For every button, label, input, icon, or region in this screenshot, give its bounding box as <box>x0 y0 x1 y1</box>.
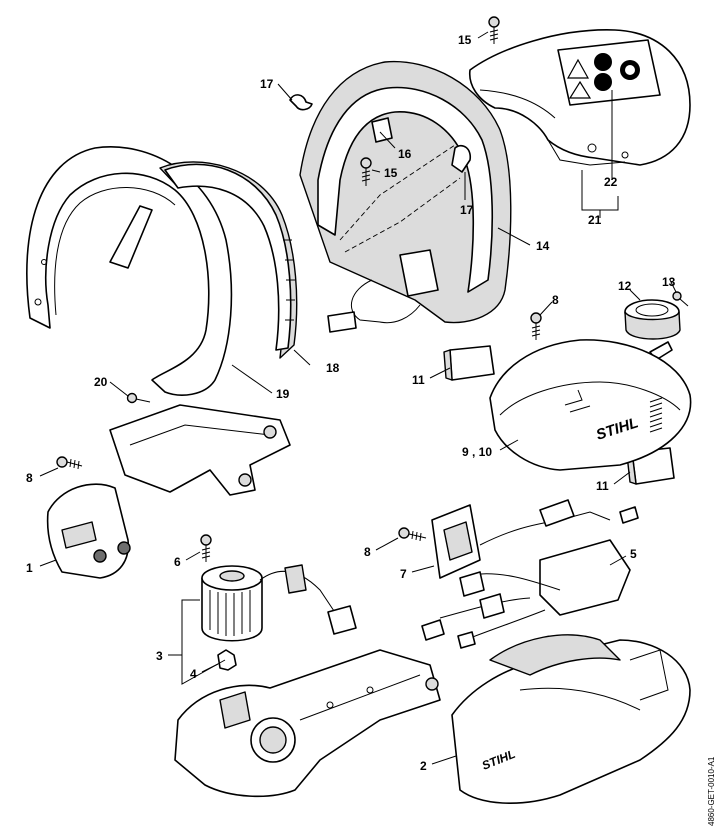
callout-13: 13 <box>662 275 676 289</box>
part-15-screw-frame <box>360 157 372 186</box>
callout-8-right: 8 <box>552 293 559 307</box>
callout-21: 21 <box>588 213 602 227</box>
part-18-hand-guard <box>159 161 298 359</box>
callout-6: 6 <box>174 555 181 569</box>
gear-housing <box>174 649 441 798</box>
callout-15-top: 15 <box>458 33 472 47</box>
part-14-handle-frame <box>299 60 512 333</box>
callout-17-left: 17 <box>260 77 274 91</box>
callout-3: 3 <box>156 649 163 663</box>
part-11-pad-top <box>443 345 495 381</box>
callout-2: 2 <box>420 759 427 773</box>
callout-11-top: 11 <box>412 373 425 387</box>
callout-19: 19 <box>276 387 290 401</box>
part-8-screw-center <box>398 527 427 542</box>
callout-8-left: 8 <box>26 471 33 485</box>
callout-9-10: 9 , 10 <box>462 445 492 459</box>
part-12-ring <box>624 299 681 361</box>
part-3-motor <box>201 564 357 642</box>
callouts: 15 17 16 15 17 22 21 14 13 12 8 18 11 19… <box>26 33 676 773</box>
leader-lines <box>39 31 677 765</box>
callout-7: 7 <box>400 567 407 581</box>
part-13-screw <box>672 291 689 307</box>
part-21-top-cover <box>469 29 691 166</box>
part-8-screw-left <box>56 456 83 470</box>
part-8-screw-right <box>530 312 542 340</box>
callout-1: 1 <box>26 561 33 575</box>
callout-17-right: 17 <box>460 203 474 217</box>
callout-8-center: 8 <box>364 545 371 559</box>
part-15-screw-top <box>488 16 500 44</box>
callout-4: 4 <box>190 667 197 681</box>
callout-11-bottom: 11 <box>596 479 609 493</box>
part-7-switch-plate <box>431 504 481 579</box>
document-id: 4860-GET-0010-A1 <box>707 756 716 826</box>
part-9-10-motor-cover: STIHL <box>489 339 692 471</box>
part-2-lower-housing: STIHL <box>451 634 691 804</box>
part-22-warning-label <box>557 39 661 106</box>
callout-14: 14 <box>536 239 550 253</box>
part-1-housing <box>46 483 131 579</box>
part-20-screw <box>126 392 151 404</box>
callout-16: 16 <box>398 147 412 161</box>
part-4-pinion <box>217 649 237 671</box>
callout-20: 20 <box>94 375 108 389</box>
part-19-loop-handle <box>26 146 233 396</box>
callout-18: 18 <box>326 361 340 375</box>
callout-12: 12 <box>618 279 632 293</box>
callout-5: 5 <box>630 547 637 561</box>
part-17-clip-left <box>289 94 313 111</box>
upper-bracket <box>109 404 291 496</box>
part-6-screw <box>200 534 212 562</box>
callout-15-frame: 15 <box>384 166 398 180</box>
callout-22: 22 <box>604 175 618 189</box>
part-5-electronics <box>421 499 639 649</box>
